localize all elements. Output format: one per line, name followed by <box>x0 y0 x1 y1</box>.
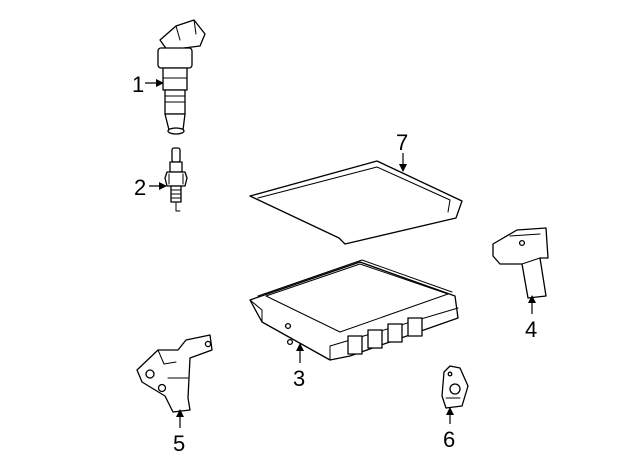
callout-1-label: 1 <box>132 72 144 97</box>
spark-plug-part[interactable] <box>164 147 188 212</box>
callout-2-label: 2 <box>134 175 146 200</box>
ecm-module-part[interactable] <box>249 259 459 361</box>
callout-4-label: 4 <box>525 317 537 342</box>
callout-7-label: 7 <box>396 130 408 155</box>
callout-3-label: 3 <box>293 366 305 391</box>
callout-6-label: 6 <box>443 427 455 452</box>
ignition-coil-part[interactable] <box>157 19 206 135</box>
bracket-6-part[interactable] <box>441 365 469 409</box>
ecm-cover-part[interactable] <box>249 160 463 245</box>
bracket-4-part[interactable] <box>492 227 549 299</box>
callout-5-label: 5 <box>173 431 185 456</box>
bracket-5-part[interactable] <box>136 334 213 413</box>
